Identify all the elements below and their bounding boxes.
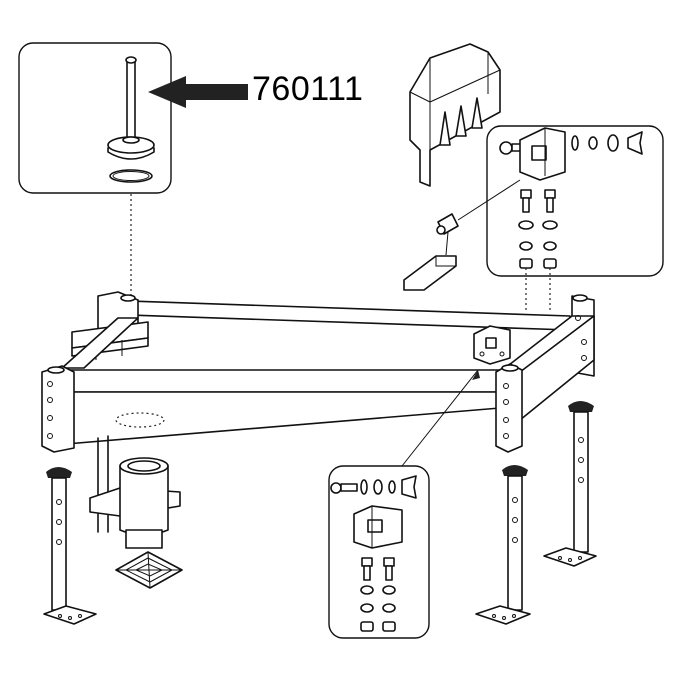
pointer-line	[401, 369, 480, 467]
arrow-pointer-icon	[148, 76, 248, 108]
washer-icon	[518, 220, 558, 251]
bracket-callout-top	[486, 125, 664, 277]
bracket-callout-bottom	[328, 465, 430, 639]
main-frame	[41, 291, 595, 453]
drain-grate-icon	[115, 551, 183, 589]
cover-panel	[409, 43, 501, 187]
part-number-label: 760111	[252, 70, 364, 108]
leg-front-left	[43, 467, 97, 625]
clip-handle	[403, 179, 521, 291]
drain-assembly	[89, 435, 183, 589]
leg-back-right	[543, 401, 597, 567]
drain-spindle-callout	[18, 42, 172, 194]
bolt-icon	[520, 189, 556, 213]
leg-front-right	[475, 465, 531, 625]
